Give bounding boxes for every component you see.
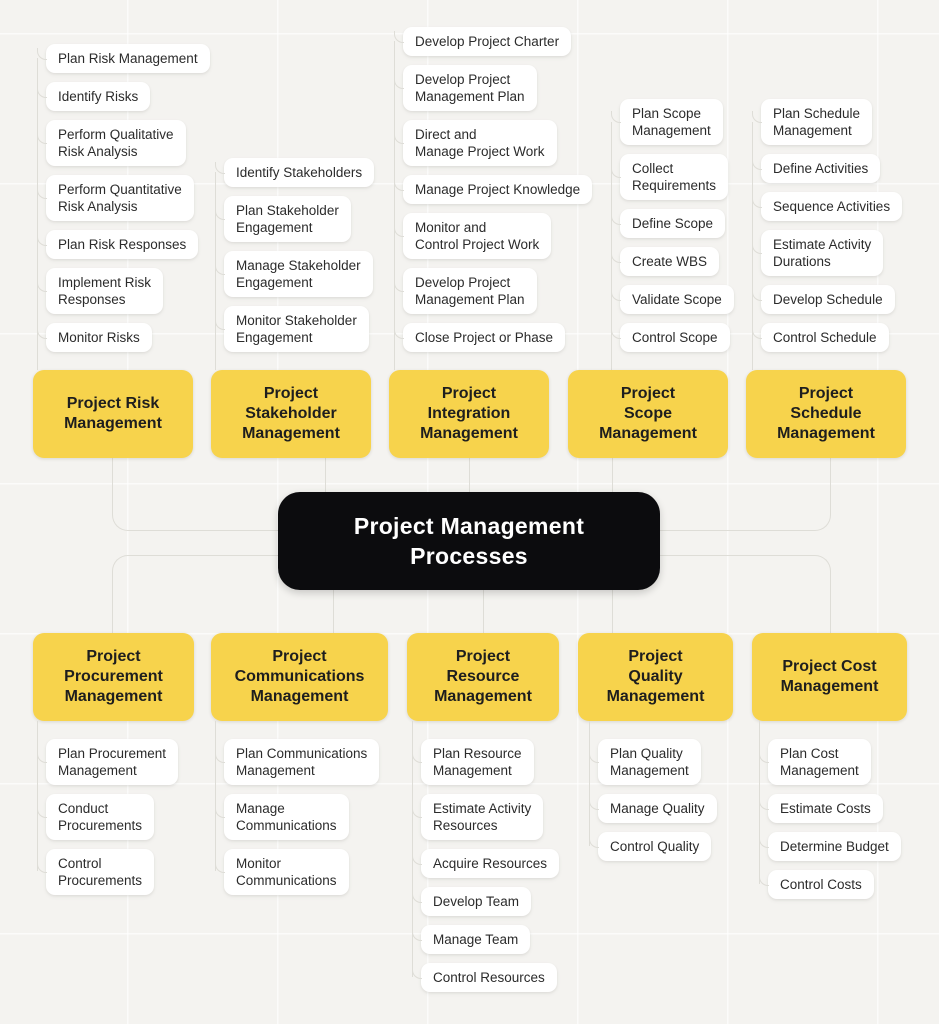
category-node-integration[interactable]: Project Integration Management [389, 370, 549, 458]
process-node[interactable]: Direct and Manage Project Work [394, 120, 557, 166]
process-node[interactable]: Plan Resource Management [412, 739, 534, 785]
process-node[interactable]: Plan Stakeholder Engagement [215, 196, 351, 242]
process-node[interactable]: Develop Team [411, 887, 532, 916]
connector-cost-to-center [660, 555, 831, 634]
connector-risk-to-center [112, 458, 279, 531]
category-node-resource[interactable]: Project Resource Management [407, 633, 559, 721]
process-node[interactable]: Plan Scope Management [611, 99, 723, 145]
branch-communications-process-list: Plan Communications Management Manage Co… [214, 721, 380, 895]
central-topic-node[interactable]: Project Management Processes [278, 492, 660, 590]
process-node[interactable]: Plan Risk Responses [36, 230, 199, 259]
branch-scope-process-list: Plan Scope Management Collect Requiremen… [610, 99, 734, 370]
connector-quality-to-center [612, 590, 613, 634]
process-node[interactable]: Control Schedule [752, 323, 889, 352]
process-node[interactable]: Control Scope [611, 323, 730, 352]
process-node[interactable]: Manage Project Knowledge [393, 175, 593, 204]
process-node[interactable]: Perform Quantitative Risk Analysis [37, 175, 194, 221]
category-node-cost[interactable]: Project Cost Management [752, 633, 907, 721]
process-node[interactable]: Plan Quality Management [589, 739, 701, 785]
process-node[interactable]: Validate Scope [611, 285, 734, 314]
process-node[interactable]: Estimate Activity Durations [751, 230, 884, 276]
process-node[interactable]: Identify Risks [36, 82, 151, 111]
process-node[interactable]: Define Activities [751, 154, 881, 183]
process-node[interactable]: Plan Cost Management [759, 739, 871, 785]
process-node[interactable]: Plan Schedule Management [751, 99, 873, 145]
process-node[interactable]: Define Scope [610, 209, 726, 238]
process-node[interactable]: Close Project or Phase [393, 323, 566, 352]
process-node[interactable]: Control Procurements [36, 849, 155, 895]
branch-integration-process-list: Develop Project Charter Develop Project … [393, 27, 593, 370]
connector-resource-to-center [483, 590, 484, 634]
connector-stakeholder-to-center [325, 458, 326, 494]
process-node[interactable]: Monitor Communications [215, 849, 349, 895]
process-node[interactable]: Identify Stakeholders [214, 158, 375, 187]
process-node[interactable]: Manage Stakeholder Engagement [215, 251, 373, 297]
process-node[interactable]: Manage Team [411, 925, 531, 954]
category-node-quality[interactable]: Project Quality Management [578, 633, 733, 721]
branch-stakeholder-process-list: Identify Stakeholders Plan Stakeholder E… [214, 158, 375, 370]
connector-procurement-to-center [112, 555, 279, 634]
process-node[interactable]: Control Resources [412, 963, 557, 992]
process-node[interactable]: Conduct Procurements [36, 794, 155, 840]
category-node-scope[interactable]: Project Scope Management [568, 370, 728, 458]
process-node[interactable]: Develop Project Charter [393, 27, 572, 56]
process-node[interactable]: Plan Procurement Management [36, 739, 179, 785]
process-node[interactable]: Control Costs [759, 870, 874, 899]
process-node[interactable]: Sequence Activities [751, 192, 903, 221]
branch-schedule-process-list: Plan Schedule Management Define Activiti… [751, 99, 903, 370]
branch-procurement-process-list: Plan Procurement Management Conduct Proc… [36, 721, 179, 895]
connector-communications-to-center [333, 590, 334, 634]
connector-integration-to-center [469, 458, 470, 494]
process-node[interactable]: Collect Requirements [610, 154, 729, 200]
connector-schedule-to-center [660, 458, 831, 531]
process-node[interactable]: Acquire Resources [411, 849, 560, 878]
process-node[interactable]: Develop Project Management Plan [394, 268, 537, 314]
process-node[interactable]: Monitor and Control Project Work [393, 213, 552, 259]
branch-quality-process-list: Plan Quality Management Manage Quality C… [588, 721, 717, 861]
process-node[interactable]: Plan Risk Management [37, 44, 210, 73]
process-node[interactable]: Control Quality [588, 832, 712, 861]
category-node-procurement[interactable]: Project Procurement Management [33, 633, 194, 721]
process-node[interactable]: Manage Quality [589, 794, 717, 823]
branch-cost-process-list: Plan Cost Management Estimate Costs Dete… [759, 721, 901, 899]
process-node[interactable]: Determine Budget [759, 832, 901, 861]
category-node-risk[interactable]: Project Risk Management [33, 370, 193, 458]
process-node[interactable]: Monitor Risks [37, 323, 152, 352]
process-node[interactable]: Create WBS [610, 247, 720, 276]
process-node[interactable]: Develop Project Management Plan [394, 65, 537, 111]
category-node-stakeholder[interactable]: Project Stakeholder Management [211, 370, 371, 458]
process-node[interactable]: Implement Risk Responses [36, 268, 164, 314]
connector-scope-to-center [612, 458, 613, 494]
category-node-communications[interactable]: Project Communications Management [211, 633, 388, 721]
branch-resource-process-list: Plan Resource Management Estimate Activi… [411, 721, 560, 992]
process-node[interactable]: Plan Communications Management [214, 739, 380, 785]
category-node-schedule[interactable]: Project Schedule Management [746, 370, 906, 458]
process-node[interactable]: Monitor Stakeholder Engagement [215, 306, 369, 352]
process-node[interactable]: Manage Communications [215, 794, 349, 840]
process-node[interactable]: Develop Schedule [752, 285, 895, 314]
process-node[interactable]: Estimate Costs [759, 794, 883, 823]
branch-risk-process-list: Plan Risk Management Identify Risks Perf… [36, 44, 210, 370]
process-node[interactable]: Estimate Activity Resources [411, 794, 544, 840]
process-node[interactable]: Perform Qualitative Risk Analysis [37, 120, 186, 166]
